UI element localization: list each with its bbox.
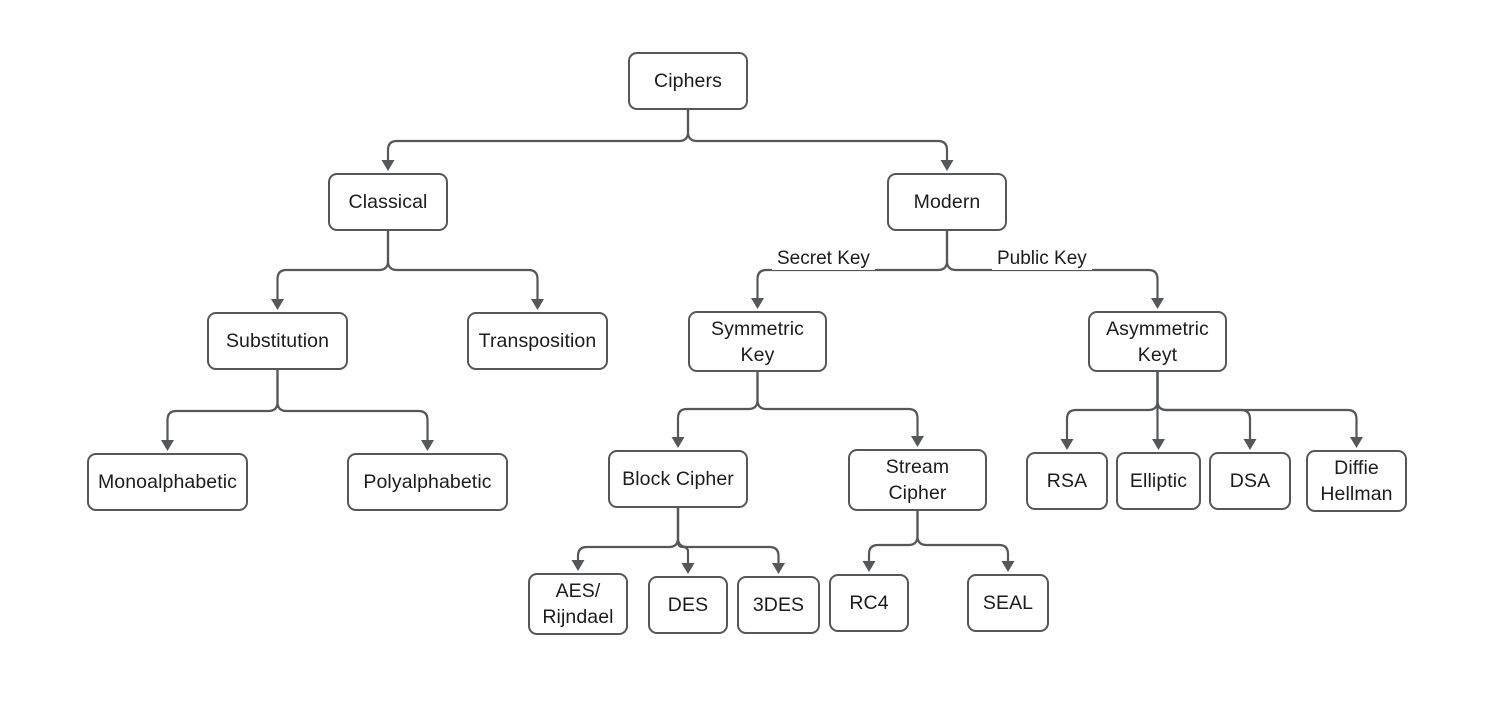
edge-line-classical-transposition (386, 231, 539, 300)
node-symmetric-key[interactable]: Symmetric Key (688, 311, 827, 372)
node-ciphers[interactable]: Ciphers (628, 52, 748, 110)
node-asymmetric-key[interactable]: Asymmetric Keyt (1088, 311, 1227, 372)
edge-arrow-stream-rc4 (862, 561, 876, 572)
edge-line-stream-rc4 (867, 511, 919, 562)
edge-line-block-3des (676, 508, 780, 564)
node-des[interactable]: DES (648, 576, 728, 634)
edge-line-symmetric-stream (756, 372, 919, 437)
edge-line-ciphers-modern (686, 110, 949, 161)
edge-arrow-ciphers-modern (940, 160, 954, 171)
edge-arrow-substitution-polyalphabetic (421, 440, 434, 451)
node-3des[interactable]: 3DES (737, 576, 820, 634)
node-dsa[interactable]: DSA (1209, 452, 1291, 510)
edge-line-asymmetric-rsa (1065, 372, 1159, 440)
public-key-label: Public Key (992, 248, 1092, 270)
node-block-cipher[interactable]: Block Cipher (608, 450, 748, 508)
edge-arrow-ciphers-classical (381, 160, 395, 171)
edge-arrow-asymmetric-elliptic (1152, 439, 1165, 450)
edge-line-asymmetric-dsa (1156, 372, 1252, 440)
edge-arrow-asymmetric-diffie (1350, 437, 1363, 448)
edge-arrow-block-aes (571, 560, 585, 571)
edge-arrow-block-3des (772, 563, 785, 574)
edge-line-block-aes (576, 508, 680, 561)
node-diffie-hellman[interactable]: Diffie Hellman (1306, 450, 1407, 512)
edge-arrow-block-des (681, 563, 695, 574)
edge-line-substitution-monoalphabetic (166, 370, 279, 441)
node-polyalphabetic[interactable]: Polyalphabetic (347, 453, 508, 511)
edge-line-classical-substitution (276, 231, 390, 300)
edge-arrow-asymmetric-rsa (1060, 439, 1074, 450)
edge-line-substitution-polyalphabetic (276, 370, 429, 441)
edge-line-asymmetric-diffie (1156, 372, 1358, 438)
edge-line-stream-seal (916, 511, 1010, 562)
node-elliptic[interactable]: Elliptic (1116, 452, 1201, 510)
node-transposition[interactable]: Transposition (467, 312, 608, 370)
edge-line-symmetric-block (676, 372, 759, 438)
node-rc4[interactable]: RC4 (829, 574, 909, 632)
node-classical[interactable]: Classical (328, 173, 448, 231)
node-seal[interactable]: SEAL (967, 574, 1049, 632)
node-rsa[interactable]: RSA (1026, 452, 1108, 510)
secret-key-label: Secret Key (772, 248, 875, 270)
edge-arrow-symmetric-stream (911, 436, 924, 447)
edge-arrow-classical-transposition (531, 299, 544, 310)
edge-arrow-modern-symmetric (751, 298, 764, 309)
edge-arrow-modern-asymmetric (1151, 298, 1164, 309)
edge-arrow-substitution-monoalphabetic (161, 440, 174, 451)
edge-arrow-symmetric-block (671, 437, 685, 448)
edge-line-block-des (676, 508, 690, 564)
edge-line-ciphers-classical (386, 110, 690, 161)
edge-arrow-stream-seal (1001, 561, 1015, 572)
edge-arrow-asymmetric-dsa (1243, 439, 1257, 450)
edge-arrow-classical-substitution (271, 299, 284, 310)
node-substitution[interactable]: Substitution (207, 312, 348, 370)
node-stream-cipher[interactable]: Stream Cipher (848, 449, 987, 511)
node-modern[interactable]: Modern (887, 173, 1007, 231)
node-aes-rijndael[interactable]: AES/ Rijndael (528, 573, 628, 635)
node-monoalphabetic[interactable]: Monoalphabetic (87, 453, 248, 511)
